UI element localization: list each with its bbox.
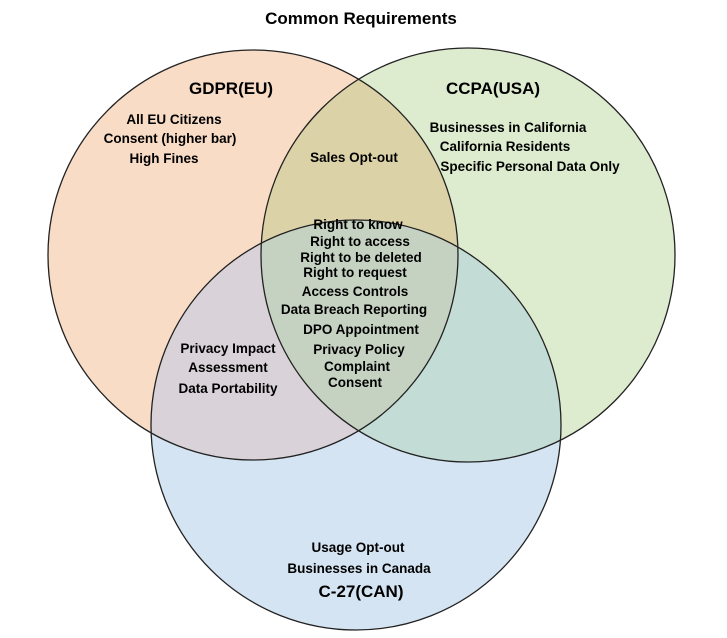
c27-item: Usage Opt-out — [312, 540, 406, 555]
common-item: Right to access — [310, 234, 410, 249]
common-item: Right to know — [313, 217, 403, 232]
ccpa-outline — [260, 47, 676, 463]
common-item: Right to be deleted — [300, 250, 422, 265]
gdpr-label: GDPR(EU) — [189, 79, 273, 98]
gdpr-item: Consent (higher bar) — [104, 131, 237, 146]
gdpr-item: High Fines — [129, 151, 198, 166]
all-three-overlap — [261, 220, 458, 460]
c27-outline — [150, 219, 562, 631]
ccpa-item: California Residents — [440, 139, 571, 154]
common-item: Consent — [328, 375, 383, 390]
common-item: Right to request — [303, 265, 407, 280]
common-item: Complaint — [324, 359, 391, 374]
ccpa-item: Businesses in California — [430, 120, 587, 135]
common-item: Privacy Policy — [313, 342, 405, 357]
common-item: Data Breach Reporting — [281, 302, 427, 317]
common-item: DPO Appointment — [303, 322, 419, 337]
diagram-title: Common Requirements — [265, 9, 457, 28]
c27-item: Businesses in Canada — [287, 561, 431, 576]
gdpr-c27-item: Privacy Impact — [180, 341, 276, 356]
gdpr-ccpa-item: Sales Opt-out — [310, 150, 398, 165]
ccpa-label: CCPA(USA) — [446, 79, 540, 98]
gdpr-item: All EU Citizens — [126, 112, 221, 127]
common-item: Access Controls — [302, 284, 409, 299]
ccpa-item: Specific Personal Data Only — [440, 159, 620, 174]
c27-label: C-27(CAN) — [319, 582, 404, 601]
gdpr-c27-item: Data Portability — [178, 381, 278, 396]
gdpr-outline — [47, 49, 459, 461]
gdpr-c27-item: Assessment — [188, 360, 268, 375]
